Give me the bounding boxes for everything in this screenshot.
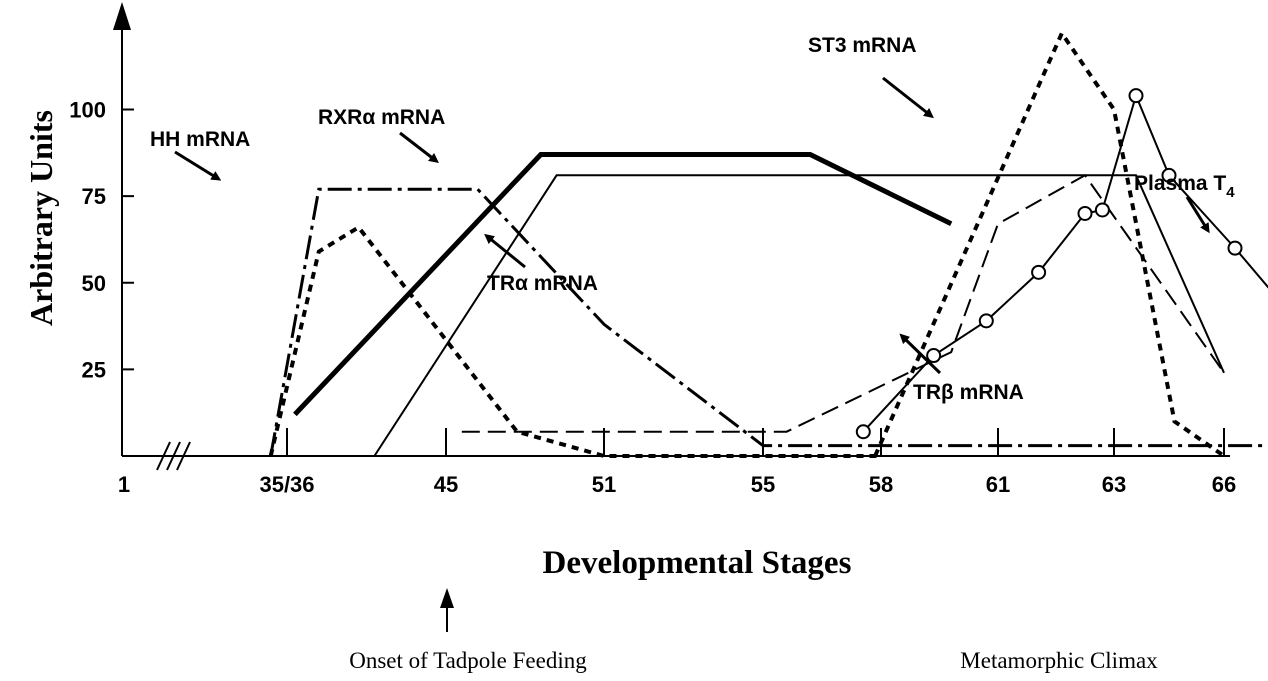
y-axis-arrowhead bbox=[113, 2, 131, 30]
onset-arrow-head bbox=[440, 588, 454, 608]
y-tick-label: 50 bbox=[82, 271, 106, 296]
series-lines bbox=[268, 29, 1268, 458]
series-line-tr-mrna bbox=[461, 173, 1225, 433]
series-line-tr-mrna bbox=[373, 174, 1225, 457]
x-tick-label: 66 bbox=[1212, 472, 1236, 497]
metamorphic-climax: Metamorphic Climax bbox=[960, 648, 1158, 673]
trb-mrna-pointer bbox=[899, 333, 942, 375]
plasma-t4-point bbox=[1094, 202, 1110, 218]
st3-mrna-pointer bbox=[882, 76, 934, 119]
trb-mrna-label: TRβ mRNA bbox=[913, 381, 1024, 404]
plasma-t4-point bbox=[1031, 264, 1047, 280]
series-markers bbox=[855, 88, 1243, 440]
series-line-hh-mrna-dotted bbox=[268, 224, 881, 458]
plasma-t4-point bbox=[855, 424, 871, 440]
y-tick-label: 25 bbox=[82, 357, 106, 382]
tra-mrna-pointer bbox=[484, 233, 526, 269]
plasma-t4-label-subscript: 4 bbox=[1226, 184, 1235, 201]
ticks: 1 35/36 45 51 55 58 61 63 66 25 50 75 100 bbox=[69, 98, 1236, 498]
st3-mrna-label: ST3 mRNA bbox=[808, 34, 917, 57]
y-axis-title: Arbitrary Units bbox=[23, 110, 59, 326]
onset-of-tadpole-feeding: Onset of Tadpole Feeding bbox=[349, 648, 587, 673]
x-tick-label: 63 bbox=[1102, 472, 1126, 497]
y-tick-label: 100 bbox=[69, 98, 106, 123]
x-axis-break-mark bbox=[156, 441, 171, 471]
x-tick-label: 45 bbox=[434, 472, 458, 497]
x-tick-label: 35/36 bbox=[259, 472, 314, 497]
series-line-hh-mrna bbox=[269, 187, 1268, 457]
x-axis-title: Developmental Stages bbox=[543, 545, 852, 581]
plasma-t4-point bbox=[1227, 240, 1243, 256]
annotations: HH mRNA RXRα mRNA TRα mRNA TRβ mRNA ST3 … bbox=[150, 34, 1235, 404]
x-tick-label: 58 bbox=[869, 472, 893, 497]
hh-mrna-label: HH mRNA bbox=[150, 128, 250, 151]
plasma-t4-label: Plasma T4 bbox=[1134, 172, 1235, 201]
plasma-t4-point bbox=[1128, 88, 1144, 104]
plasma-t4-pointer bbox=[1185, 196, 1210, 234]
x-tick-label: 55 bbox=[751, 472, 775, 497]
plasma-t4-point bbox=[1161, 167, 1177, 183]
plasma-t4-point bbox=[1077, 205, 1093, 221]
rxr-mrna-pointer bbox=[399, 131, 439, 164]
plasma-t4-point bbox=[978, 313, 994, 329]
y-tick-label: 75 bbox=[82, 184, 106, 209]
hh-mrna-pointer bbox=[174, 150, 222, 181]
x-tick-label: 51 bbox=[592, 472, 616, 497]
x-tick-label: 61 bbox=[986, 472, 1010, 497]
plasma-t4-point bbox=[926, 348, 942, 364]
series-line-rxr-mrna bbox=[293, 152, 953, 417]
plasma-t4-label-main: Plasma T bbox=[1134, 172, 1226, 195]
x-axis-break-mark bbox=[176, 441, 191, 471]
rxr-mrna-label: RXRα mRNA bbox=[318, 106, 445, 129]
tra-mrna-label: TRα mRNA bbox=[487, 272, 598, 295]
x-axis-break-mark bbox=[166, 441, 181, 471]
x-tick-label: 1 bbox=[118, 472, 130, 497]
